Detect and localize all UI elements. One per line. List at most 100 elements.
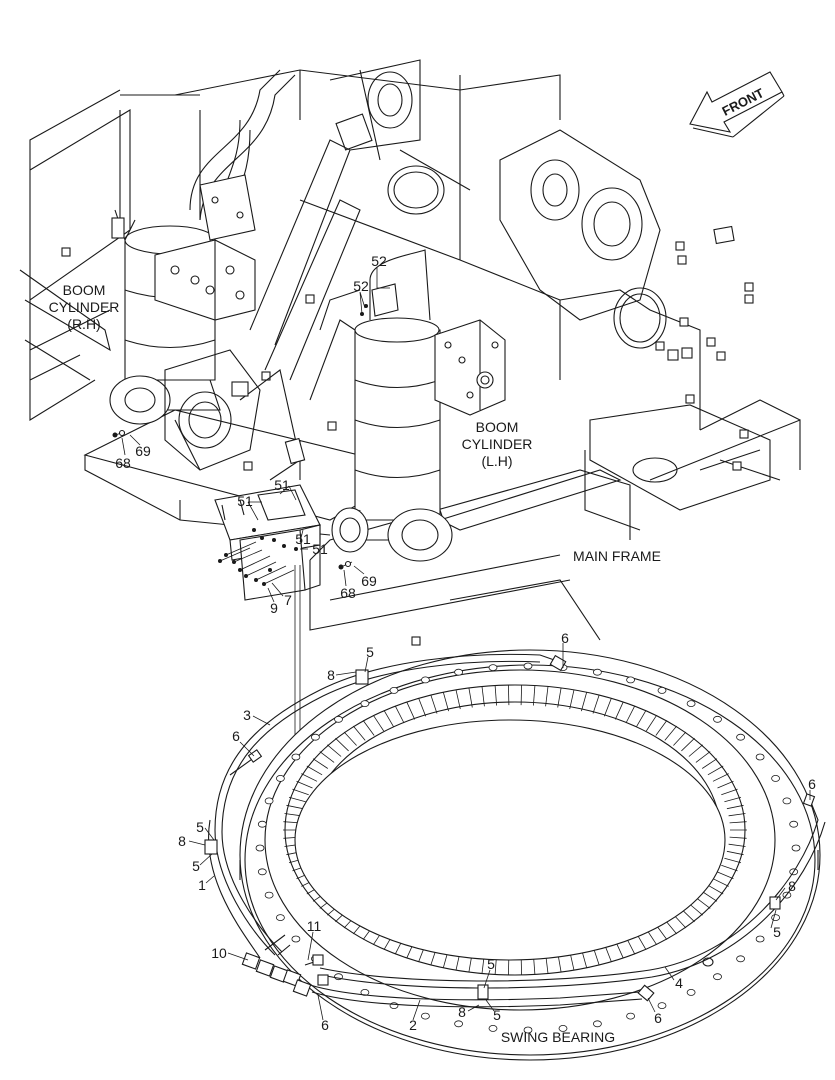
callout-6-left: 6: [232, 728, 240, 744]
gear-tooth: [729, 836, 747, 839]
gear-tooth: [636, 710, 647, 728]
bolt-hole: [420, 1012, 430, 1020]
part-callouts: 52 52 51 51 51 51 68 69 68 69 9 7 5 6 8 …: [115, 253, 816, 1033]
callout-52-upper: 52: [371, 253, 387, 269]
gear-tooth: [688, 744, 703, 757]
gear-tooth: [406, 701, 416, 720]
gear-tooth: [508, 685, 510, 706]
bolt-hole: [264, 891, 274, 899]
gear-tooth: [306, 765, 323, 776]
bolt-hole: [713, 973, 722, 981]
bolt-hole: [291, 753, 301, 761]
gear-tooth: [701, 758, 718, 769]
gear-tooth: [712, 773, 729, 782]
bolt-hole: [420, 676, 430, 684]
gear-tooth: [394, 705, 405, 724]
callout-8-right: 8: [788, 878, 796, 894]
gear-tooth: [327, 744, 342, 757]
callout-5-bottom-lower: 5: [493, 1007, 501, 1023]
gear-tooth: [707, 765, 724, 776]
bolt-hole: [255, 844, 265, 852]
manifold-bracket: [112, 283, 399, 601]
gear-tooth: [712, 878, 729, 887]
gear-tooth: [614, 701, 624, 720]
gear-tooth: [383, 710, 394, 728]
gear-tooth: [286, 804, 304, 810]
bolt-hole: [488, 664, 498, 671]
bolt-hole: [389, 1002, 399, 1009]
gear-tooth: [688, 903, 703, 916]
gear-tooth: [494, 685, 497, 706]
swing-bearing: [239, 649, 821, 1061]
caption-boom-lh-line3: (L.H): [481, 453, 512, 469]
gear-tooth: [603, 697, 612, 717]
bolt-hole: [454, 1020, 464, 1028]
caption-boom-lh-line2: CYLINDER: [462, 436, 533, 452]
gear-tooth: [721, 864, 738, 872]
gear-tooth: [468, 687, 473, 708]
callout-6-right: 6: [808, 776, 816, 792]
gear-tooth: [707, 884, 724, 895]
bolt-hole: [789, 820, 799, 828]
callout-51-top: 51: [274, 477, 290, 493]
callout-leaders: [121, 267, 811, 1021]
gear-tooth: [455, 689, 461, 710]
bolt-hole: [275, 775, 285, 782]
gear-tooth: [335, 737, 349, 752]
bolt-hole: [275, 914, 285, 921]
gear-tooth: [352, 725, 366, 741]
gear-tooth: [481, 686, 485, 707]
callout-5-top: 5: [366, 644, 374, 660]
gear-tooth: [717, 871, 734, 880]
gear-tooth: [296, 780, 313, 789]
bolt-hole: [736, 955, 745, 963]
bolt-hole: [523, 1026, 533, 1034]
gear-tooth: [362, 720, 375, 736]
gear-tooth: [695, 897, 711, 909]
gear-tooth: [701, 891, 718, 902]
callout-52-lower: 52: [353, 278, 369, 294]
callout-69-left: 69: [135, 443, 151, 459]
bolt-hole: [454, 668, 464, 676]
bolt-hole: [626, 676, 635, 684]
bolt-hole: [736, 733, 745, 741]
callout-5-bottom-upper: 5: [487, 956, 495, 972]
gear-tooth: [664, 725, 678, 741]
callout-8-bottom: 8: [458, 1004, 466, 1020]
boom-cylinder-rh: [109, 69, 296, 471]
bolt-hole: [310, 733, 320, 741]
callout-10: 10: [211, 945, 227, 961]
bolt-hole: [771, 775, 780, 782]
callout-4: 4: [675, 975, 683, 991]
callout-11: 11: [307, 918, 322, 934]
gear-tooth: [284, 813, 302, 817]
callout-51-right: 51: [312, 541, 328, 557]
bolt-hole: [593, 1020, 602, 1028]
bolt-hole: [657, 1002, 667, 1009]
gear-tooth: [728, 813, 746, 817]
boom-cylinder-lh: [309, 249, 506, 562]
bolt-hole: [558, 1025, 568, 1032]
callout-2: 2: [409, 1017, 417, 1033]
gear-tooth: [721, 788, 738, 796]
front-direction-arrow: FRONT: [689, 71, 785, 138]
gear-tooth: [645, 714, 658, 732]
callout-8-top: 8: [327, 667, 335, 683]
bolt-hole: [755, 753, 765, 761]
callout-5-right: 5: [773, 924, 781, 940]
bolt-hole: [488, 1025, 498, 1032]
bolt-hole: [713, 715, 722, 723]
gear-tooth: [695, 751, 711, 763]
bolt-hole: [360, 700, 370, 707]
gear-tooth: [729, 821, 747, 824]
hose-connector-cluster: [241, 934, 329, 997]
bolt-hole: [626, 1012, 635, 1020]
gear-tooth: [724, 796, 742, 803]
callout-5-left-upper: 5: [196, 819, 204, 835]
bolt-hole: [257, 820, 267, 828]
gear-tooth: [301, 773, 318, 782]
captions: BOOM CYLINDER (R.H) BOOM CYLINDER (L.H) …: [49, 282, 661, 1045]
gear-tooth: [717, 780, 734, 789]
gear-tooth: [655, 720, 668, 736]
